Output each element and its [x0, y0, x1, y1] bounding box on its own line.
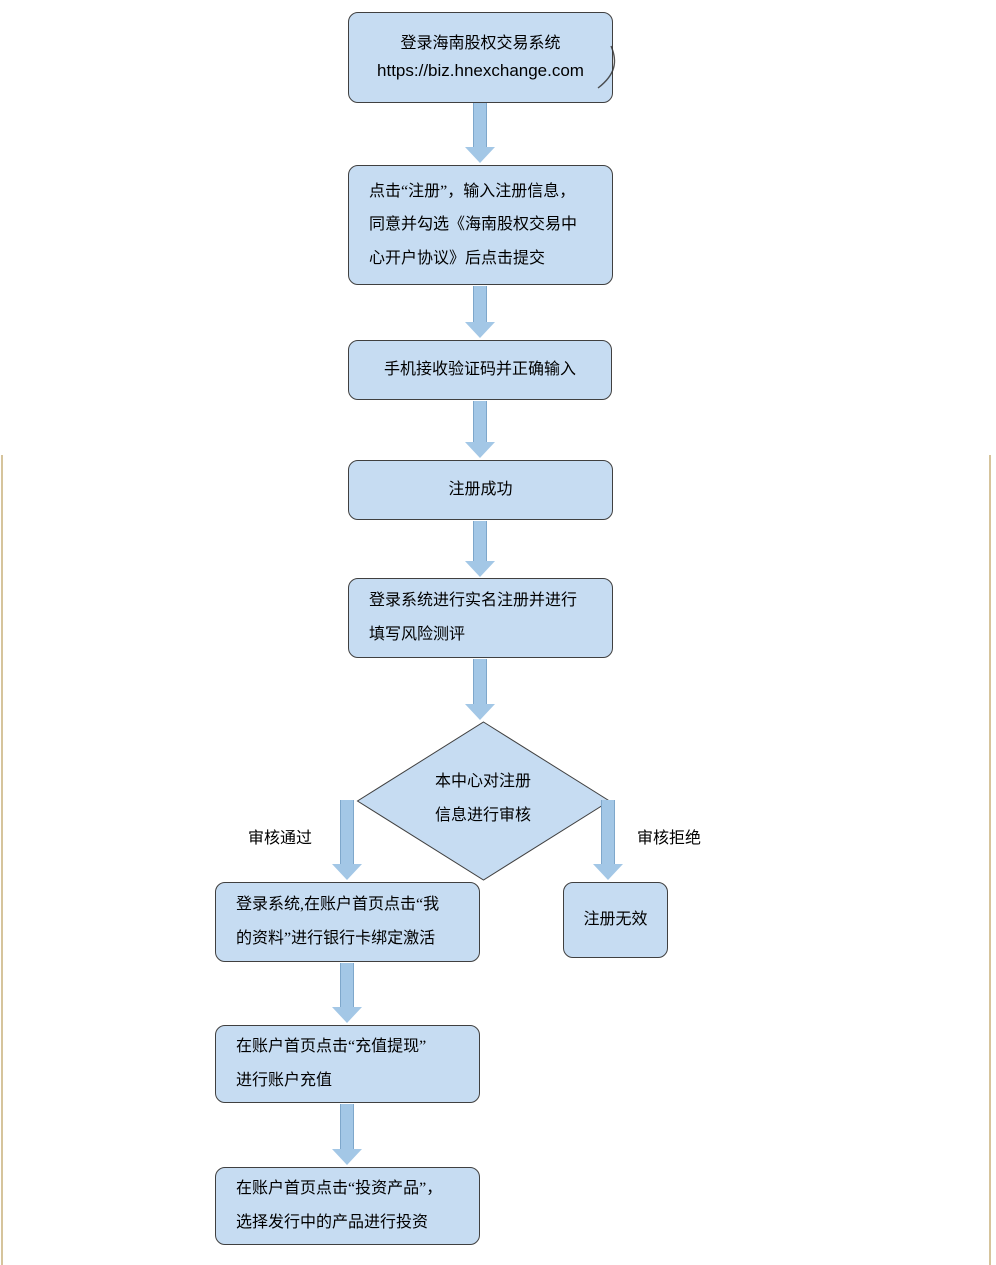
arrow-shaft: [340, 800, 354, 864]
node-text: 信息进行审核: [434, 806, 531, 824]
page-edge-right: [989, 455, 991, 1265]
arrow-head: [465, 704, 495, 720]
arrow-shaft: [340, 963, 354, 1007]
flow-arrow-down: [332, 1104, 362, 1165]
node-click-register: 点击“注册”，输入注册信息， 同意并勾选《海南股权交易中 心开户协议》后点击提交: [348, 165, 613, 285]
label-review-pass: 审核通过: [248, 830, 313, 847]
node-login-system: 登录海南股权交易系统 https://biz.hnexchange.com: [348, 12, 613, 103]
arrow-shaft: [473, 659, 487, 704]
arrow-shaft: [473, 286, 487, 322]
arrow-shaft: [473, 103, 487, 147]
node-sms-code: 手机接收验证码并正确输入: [348, 340, 612, 400]
node-text: 登录系统进行实名注册并进行: [369, 592, 578, 610]
node-text: 手机接收验证码并正确输入: [383, 361, 576, 379]
node-register-success: 注册成功: [348, 460, 613, 520]
node-text: 在账户首页点击“充值提现”: [236, 1038, 427, 1056]
arrow-shaft: [473, 521, 487, 561]
flow-arrow-down: [465, 659, 495, 720]
flow-arrow-reject: [593, 800, 623, 880]
stray-curve-mark: [597, 45, 616, 89]
arrow-head: [332, 864, 362, 880]
node-review-diamond: [356, 721, 611, 881]
node-text: 本中心对注册: [434, 773, 531, 790]
node-text: 登录系统,在账户首页点击“我: [236, 896, 440, 914]
node-url-text: https://biz.hnexchange.com: [377, 60, 584, 80]
node-recharge: 在账户首页点击“充值提现” 进行账户充值: [215, 1025, 480, 1103]
arrow-head: [332, 1007, 362, 1023]
flow-arrow-down: [465, 521, 495, 577]
arrow-head: [465, 147, 495, 163]
flow-arrow-down: [332, 963, 362, 1023]
node-text: 注册成功: [448, 481, 513, 499]
flow-arrow-down: [465, 286, 495, 338]
node-text: 注册无效: [583, 911, 648, 929]
node-invest: 在账户首页点击“投资产品”， 选择发行中的产品进行投资: [215, 1167, 480, 1245]
flow-arrow-pass: [332, 800, 362, 880]
node-text: 在账户首页点击“投资产品”，: [236, 1180, 443, 1198]
node-register-invalid: 注册无效: [563, 882, 668, 958]
node-text: 填写风险测评: [369, 626, 466, 643]
arrow-head: [465, 442, 495, 458]
node-realname-risk: 登录系统进行实名注册并进行 填写风险测评: [348, 578, 613, 658]
arrow-head: [332, 1149, 362, 1165]
node-text: 同意并勾选《海南股权交易中: [369, 216, 578, 234]
node-text: 进行账户充值: [236, 1072, 333, 1089]
arrow-head: [465, 561, 495, 577]
node-text: 登录海南股权交易系统: [400, 35, 561, 53]
node-text: 的资料”进行银行卡绑定激活: [236, 930, 436, 947]
arrow-shaft: [340, 1104, 354, 1149]
arrow-head: [465, 322, 495, 338]
node-text: 点击“注册”，输入注册信息，: [369, 182, 576, 200]
node-review-text: 本中心对注册 信息进行审核: [388, 765, 578, 832]
arrow-head: [593, 864, 623, 880]
page-edge-left: [1, 455, 3, 1265]
arrow-shaft: [601, 800, 615, 864]
node-text: 选择发行中的产品进行投资: [236, 1214, 429, 1231]
node-text: 心开户协议》后点击提交: [369, 249, 546, 267]
flow-arrow-down: [465, 401, 495, 458]
node-bind-bankcard: 登录系统,在账户首页点击“我 的资料”进行银行卡绑定激活: [215, 882, 480, 962]
label-review-reject: 审核拒绝: [637, 830, 702, 847]
flow-arrow-down: [465, 103, 495, 163]
arrow-shaft: [473, 401, 487, 442]
